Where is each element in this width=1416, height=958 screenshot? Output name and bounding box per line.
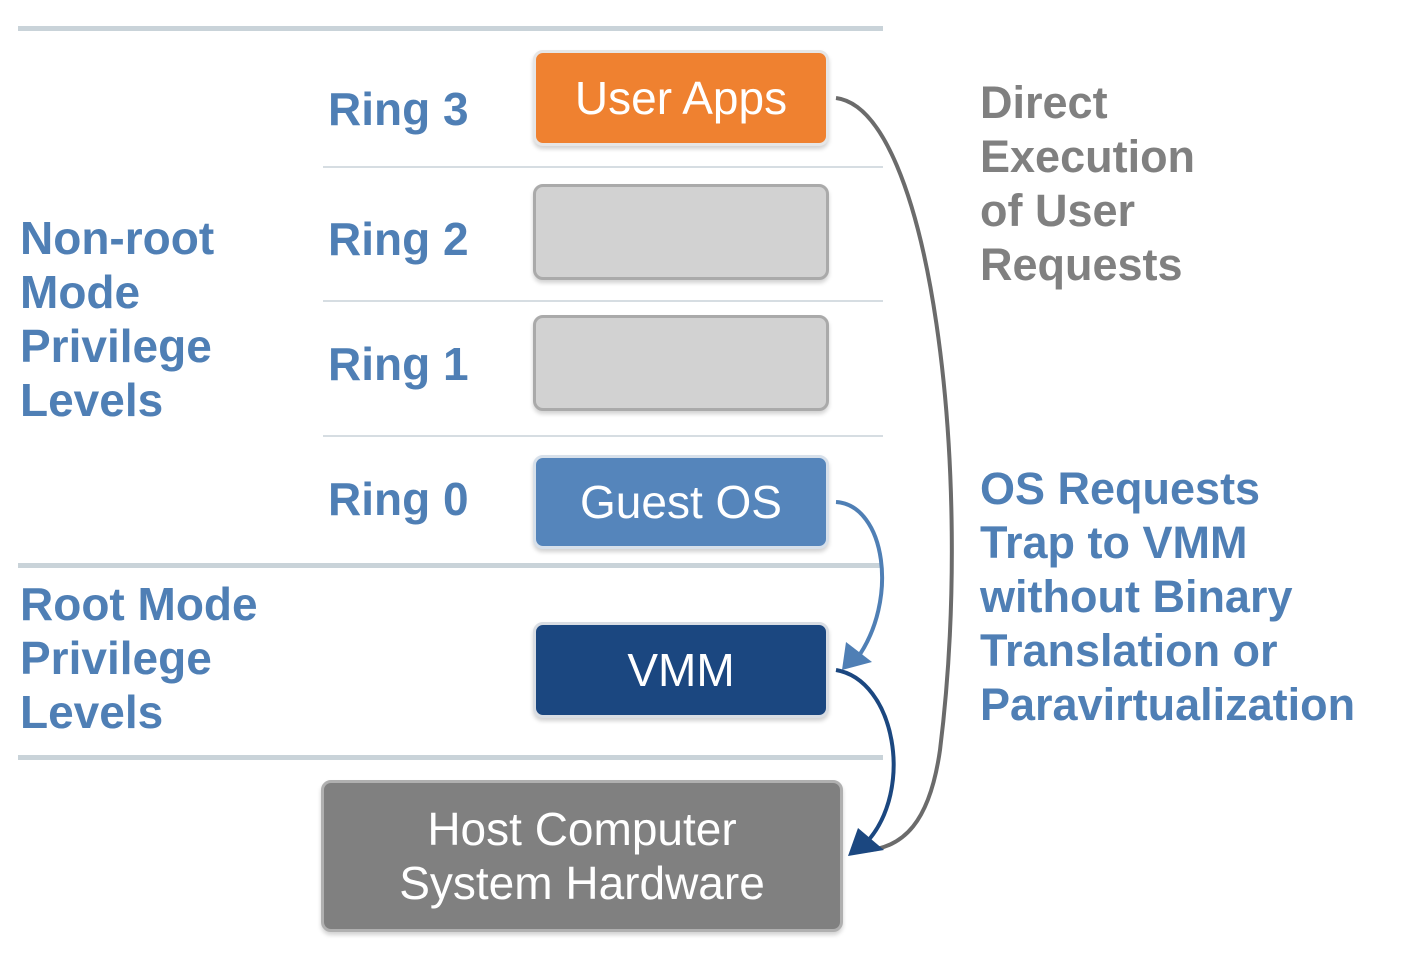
vmm-box: VMM: [533, 622, 829, 718]
trap-note-line: without Binary: [980, 571, 1293, 622]
trap-note-line: OS Requests: [980, 463, 1261, 514]
host-label-line: Host Computer: [427, 803, 737, 855]
user-apps-label: User Apps: [574, 72, 788, 124]
ring-1-empty-box: [533, 315, 829, 411]
ring-2-label: Ring 2: [328, 213, 469, 265]
non-root-label-line: Mode: [20, 266, 141, 318]
vmm-to-hardware-arrowhead: [848, 828, 884, 856]
guest-os-box: Guest OS: [533, 455, 829, 549]
top-separator: [18, 26, 883, 31]
non-root-mode-label: Non-root Mode Privilege Levels: [20, 211, 214, 427]
ring-divider-3-2: [323, 166, 883, 168]
non-root-label-line: Levels: [20, 374, 164, 426]
direct-note-line: Direct: [980, 77, 1108, 128]
root-label-line: Privilege: [20, 632, 212, 684]
hardware-separator: [18, 755, 883, 760]
direct-note-line: Execution: [980, 131, 1196, 182]
non-root-label-line: Privilege: [20, 320, 212, 372]
root-label-line: Root Mode: [20, 578, 258, 630]
ring-2-empty-box: [533, 184, 829, 280]
direct-execution-arrow: [835, 96, 954, 853]
guest-to-vmm-arrowhead: [842, 642, 872, 670]
mode-separator: [18, 563, 883, 568]
ring-3-label: Ring 3: [328, 83, 469, 135]
ring-1-label: Ring 1: [328, 338, 469, 390]
root-mode-label: Root Mode Privilege Levels: [20, 577, 258, 739]
guest-to-vmm-arrow: [835, 500, 885, 662]
trap-note-line: Translation or: [980, 625, 1278, 676]
guest-os-label: Guest OS: [580, 476, 782, 528]
trap-note-line: Paravirtualization: [980, 679, 1356, 730]
os-trap-note: OS Requests Trap to VMM without Binary T…: [980, 462, 1355, 732]
direct-note-line: Requests: [980, 239, 1183, 290]
root-label-line: Levels: [20, 686, 164, 738]
ring-divider-2-1: [323, 300, 883, 302]
vmm-to-hardware-arrow: [835, 668, 896, 845]
host-hardware-box: Host Computer System Hardware: [321, 780, 843, 932]
direct-note-line: of User: [980, 185, 1136, 236]
non-root-label-line: Non-root: [20, 212, 215, 264]
vmm-label: VMM: [627, 644, 735, 696]
ring-divider-1-0: [323, 435, 883, 437]
host-label-line: System Hardware: [399, 857, 765, 909]
direct-execution-note: Direct Execution of User Requests: [980, 76, 1195, 292]
trap-note-line: Trap to VMM: [980, 517, 1248, 568]
ring-0-label: Ring 0: [328, 473, 469, 525]
user-apps-box: User Apps: [533, 50, 829, 146]
